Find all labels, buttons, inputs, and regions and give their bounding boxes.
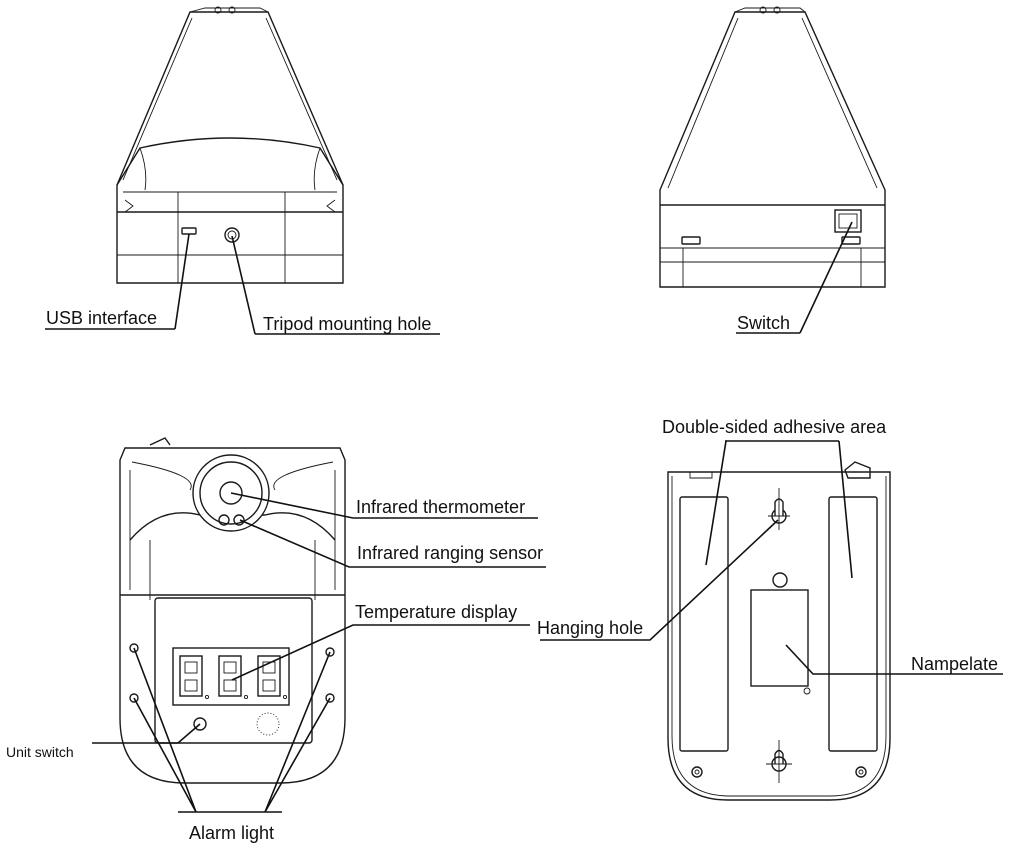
alarm-light-label: Alarm light [189,823,274,843]
double-sided-adhesive-area-label: Double-sided adhesive area [662,417,887,437]
infrared-thermometer-label: Infrared thermometer [356,497,525,517]
unit-switch-label: Unit switch [6,744,74,760]
hanging-hole-label: Hanging hole [537,618,643,638]
switch-label: Switch [737,313,790,333]
infrared-ranging-sensor-label: Infrared ranging sensor [357,543,543,563]
tripod-mounting-hole-label: Tripod mounting hole [263,314,431,334]
nampelate-label: Nampelate [911,654,998,674]
temperature-display-label: Temperature display [355,602,517,622]
back-view [540,440,1003,801]
seven-segment-digits [179,655,288,700]
front-view [92,437,546,813]
top-view [659,6,886,334]
usb-interface-label: USB interface [46,308,157,328]
bottom-view [45,6,440,335]
